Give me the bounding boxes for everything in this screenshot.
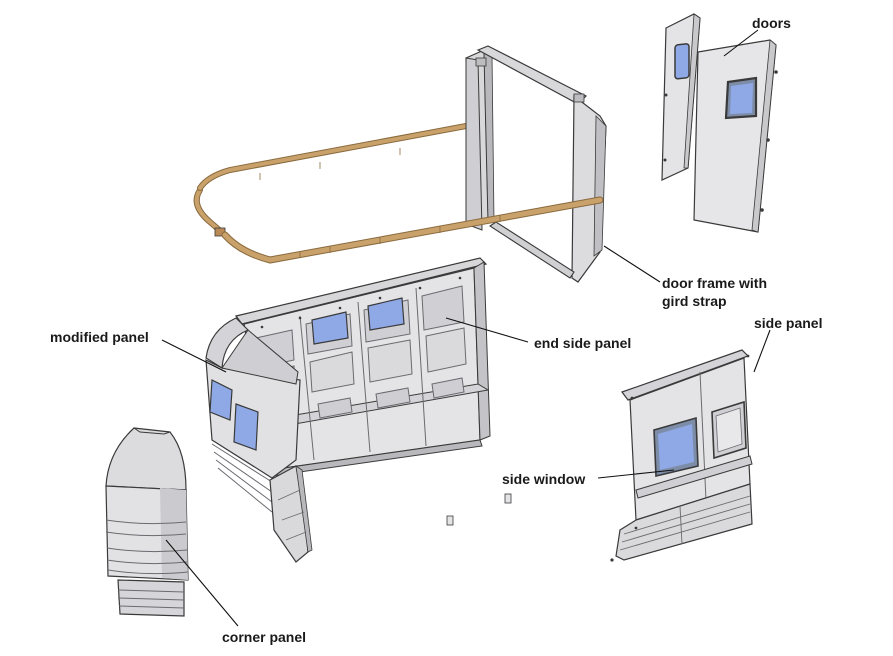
doors-label: doors	[752, 15, 791, 31]
narrow-door-window	[674, 43, 690, 80]
side-window-leader	[597, 469, 675, 479]
end-side-panel-label: end side panel	[534, 335, 632, 351]
door-frame-label-line2: gird strap	[662, 293, 727, 309]
door-frame-assembly	[193, 45, 607, 283]
modified-panel-window-2	[233, 403, 259, 451]
modified-panel-window-1	[209, 379, 233, 421]
modified-panel	[205, 317, 512, 563]
corner-panel	[105, 427, 189, 617]
narrow-door	[661, 13, 701, 181]
modified-panel-label: modified panel	[50, 329, 149, 345]
side-panel-leader	[753, 329, 771, 373]
end-panel-window-1	[311, 311, 349, 345]
doors-group	[661, 13, 778, 233]
side-window-label: side window	[502, 471, 586, 487]
door-frame-label-line1: door frame with	[662, 275, 768, 291]
end-side-panel-leader	[445, 317, 529, 343]
corner-panel-leader	[165, 539, 239, 627]
end-panel-window-2	[367, 297, 405, 331]
modified-panel-leader	[161, 339, 227, 373]
side-panel	[610, 349, 753, 562]
side-panel-label: side panel	[754, 315, 823, 331]
leader-lines	[161, 29, 771, 627]
wide-door	[693, 39, 778, 233]
wide-door-window	[730, 83, 753, 114]
side-panel-window	[658, 424, 694, 470]
door-frame-leader	[603, 245, 661, 283]
doors-leader	[723, 29, 759, 57]
corner-panel-label: corner panel	[222, 629, 307, 645]
end-side-panel	[234, 257, 491, 477]
